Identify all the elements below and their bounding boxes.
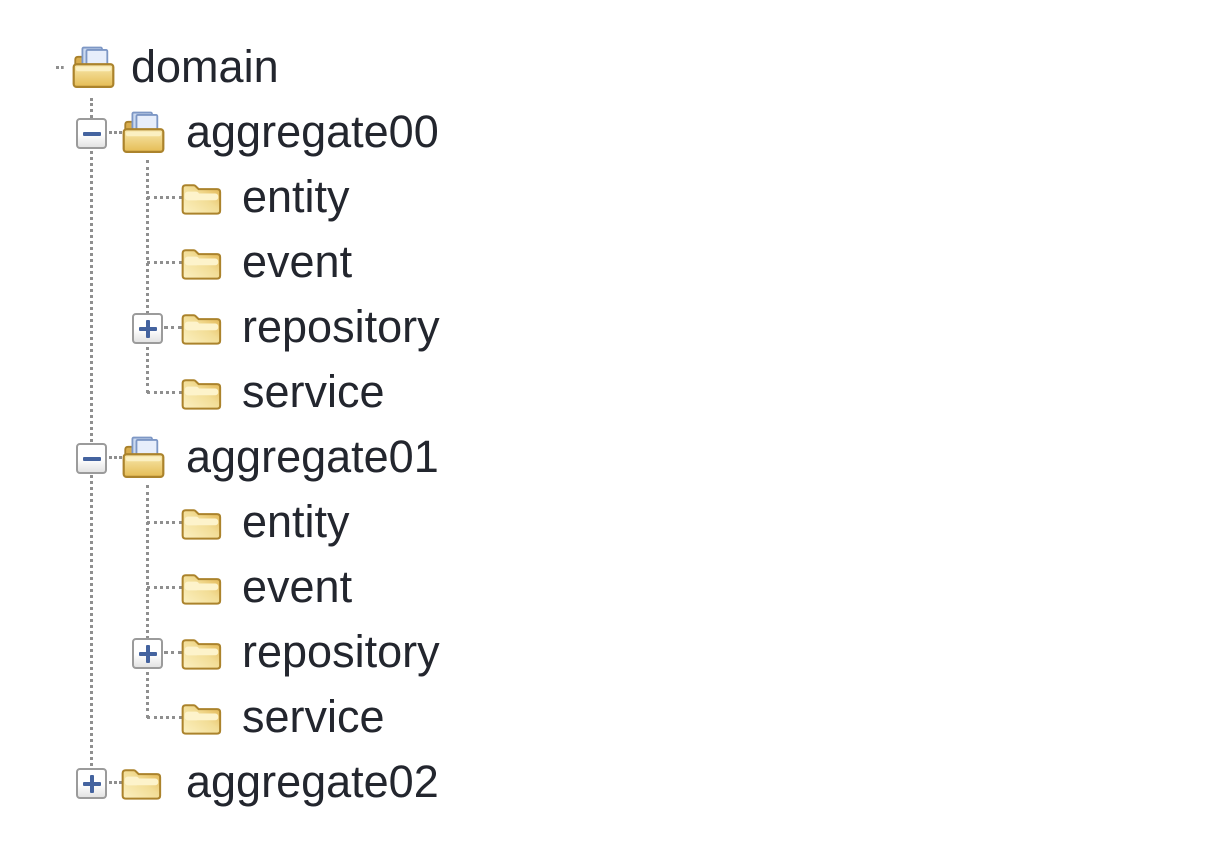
tree-node-label[interactable]: service [242,691,385,742]
tree-connector-line [147,586,182,589]
tree-node-service[interactable]: service [0,686,1208,750]
tree-node-label[interactable]: entity [242,496,350,547]
tree-node-service[interactable]: service [0,361,1208,425]
tree-connector-line [147,261,182,264]
tree-node-aggregate00[interactable]: aggregate00 [0,101,1208,165]
open-folder-doc-icon [70,46,117,89]
open-folder-doc-icon [120,111,167,154]
tree-connector-line [90,98,93,783]
collapse-toggle[interactable] [76,443,107,474]
tree-node-label[interactable]: repository [242,301,440,352]
closed-folder-icon [180,634,223,671]
tree-connector-line [109,781,122,784]
minus-icon [82,450,101,468]
tree-connector-line [164,326,182,329]
plus-icon [138,644,157,663]
closed-folder-icon [180,374,223,411]
tree-node-label[interactable]: domain [131,41,279,92]
tree-node-event[interactable]: event [0,231,1208,295]
tree-node-event[interactable]: event [0,556,1208,620]
tree-connector-line [146,485,149,718]
tree-node-label[interactable]: event [242,236,353,287]
tree-connector-line [147,196,182,199]
tree-connector-line [109,131,122,134]
tree-connector-line [147,716,182,719]
tree-node-entity[interactable]: entity [0,166,1208,230]
expand-toggle[interactable] [132,638,163,669]
plus-icon [82,774,101,793]
minus-icon [82,125,101,143]
tree-connector-line [164,651,182,654]
tree-connector-line [147,521,182,524]
tree-connector-line [147,391,182,394]
tree-node-aggregate02[interactable]: aggregate02 [0,751,1208,815]
tree-connector-line [56,66,64,69]
closed-folder-icon [180,179,223,216]
closed-folder-icon [120,764,163,801]
tree-node-label[interactable]: entity [242,171,350,222]
closed-folder-icon [180,699,223,736]
tree-node-domain[interactable]: domain [0,36,1208,100]
tree-node-label[interactable]: repository [242,626,440,677]
closed-folder-icon [180,309,223,346]
tree-node-entity[interactable]: entity [0,491,1208,555]
tree-node-label[interactable]: aggregate01 [186,431,439,482]
closed-folder-icon [180,504,223,541]
tree-node-repository[interactable]: repository [0,296,1208,360]
tree-node-label[interactable]: service [242,366,385,417]
tree-node-label[interactable]: event [242,561,353,612]
tree-connector-line [146,160,149,393]
tree-node-repository[interactable]: repository [0,621,1208,685]
closed-folder-icon [180,244,223,281]
plus-icon [138,319,157,338]
expand-toggle[interactable] [76,768,107,799]
open-folder-doc-icon [120,436,167,479]
tree-node-label[interactable]: aggregate02 [186,756,439,807]
collapse-toggle[interactable] [76,118,107,149]
closed-folder-icon [180,569,223,606]
tree-node-aggregate01[interactable]: aggregate01 [0,426,1208,490]
expand-toggle[interactable] [132,313,163,344]
tree-node-label[interactable]: aggregate00 [186,106,439,157]
tree-connector-line [109,456,122,459]
